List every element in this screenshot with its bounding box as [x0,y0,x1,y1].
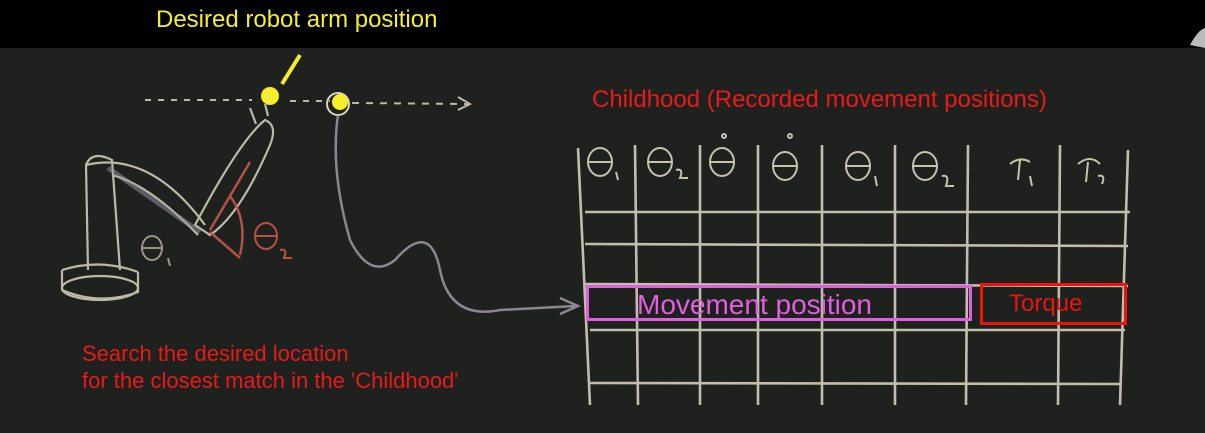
childhood-label: Childhood (Recorded movement positions) [592,86,1047,113]
desired-position-label: Desired robot arm position [156,6,438,33]
movement-position-label: Movement position [637,289,873,320]
desired-position-marker [261,87,279,105]
dotted-target-line [145,96,473,111]
torque-label: Torque [1009,290,1083,317]
search-arrow [334,114,576,313]
pointer-line [280,53,302,86]
childhood-table-grid [576,144,1130,406]
movement-position-box: Movement position [586,285,972,321]
search-line-2: for the closest match in the 'Childhood' [82,368,459,393]
column-header-symbols [587,133,1105,187]
search-line-1: Search the desired location [82,341,349,366]
robot-arm-icon [60,103,275,302]
torque-box: Torque [980,283,1127,325]
search-description: Search the desired location for the clos… [82,340,602,394]
